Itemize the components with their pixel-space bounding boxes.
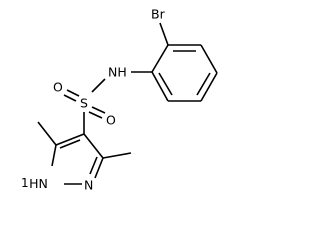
bond-ring-inner-3 [158,72,173,96]
bond-c5-n1 [51,144,57,167]
bond-c4-c5-inner [59,139,81,149]
bond-ring-c1-c2 [151,44,169,73]
bond-c3-c4 [83,133,104,159]
atom-label-bromine: Br [151,7,166,22]
atom-label-sulfur: S [80,96,88,111]
bond-n2-c3 [94,157,104,179]
atom-label-pyrazole-n2: N [84,178,93,193]
chemical-structure: Br NH S O O N 1HN [21,7,218,193]
bond-s-o-upper-a [66,89,80,97]
bond-s-o-upper-b [63,94,77,102]
bond-ring-inner-2 [196,72,211,96]
atom-label-pyrazole-nh: 1HN [21,176,48,191]
atom-label-oxygen-upper: O [53,80,63,95]
atom-label-amine: NH [108,65,127,80]
bond-c3-methyl [102,152,132,159]
bond-c5-methyl [37,121,57,146]
bonds [37,22,218,185]
bond-ring-c3-c4 [200,44,218,74]
bond-n2-c3-inner [89,156,98,175]
bond-nh-s [91,78,106,93]
atom-label-pyrazole-nh-index: 1 [21,176,29,190]
bond-s-o-lower-a [91,106,106,114]
bond-c-br [159,22,169,46]
atom-label-pyrazole-nh-text: HN [29,176,48,191]
atom-labels: Br NH S O O N 1HN [21,7,166,193]
bond-ring-c6-c1 [151,71,169,102]
bond-c4-c5 [55,133,85,146]
atom-label-oxygen-lower: O [106,113,116,128]
bond-ring-c4-c5 [200,72,218,102]
bond-s-o-lower-b [88,111,103,119]
